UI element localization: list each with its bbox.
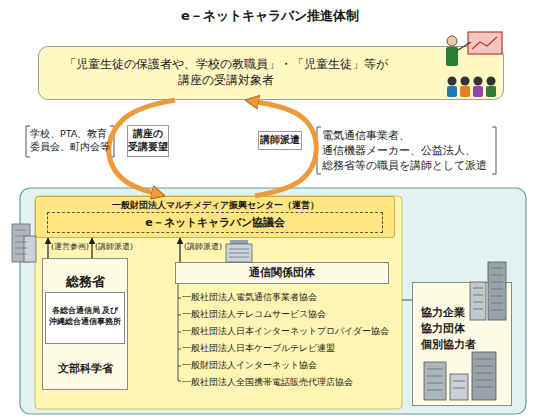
building bbox=[230, 240, 248, 244]
node-box: 「児童生徒の保護者や、学校の教職員」・「児童生徒」等が 講座の受講対象者 bbox=[38, 46, 504, 100]
building bbox=[450, 374, 468, 400]
edge-label: (講師派遣) bbox=[184, 242, 224, 252]
node-text: 協力企業 協力団体 個別協力者 bbox=[421, 305, 485, 353]
teacher-head bbox=[447, 36, 457, 46]
node-box: 通信関係団体 bbox=[175, 262, 389, 284]
teaching-board bbox=[468, 32, 502, 54]
member-name: 一般財団法人インターネット協会 bbox=[182, 360, 397, 371]
node-text: 「児童生徒の保護者や、学校の教職員」・「児童生徒」等が 講座の受講対象者 bbox=[46, 56, 406, 88]
annotation: 学校、PTA、教育 委員会、町内会等 bbox=[30, 128, 110, 154]
board-chart bbox=[472, 37, 497, 49]
pupil-body bbox=[447, 86, 457, 97]
pupil-head bbox=[448, 77, 457, 86]
connector-arrow bbox=[47, 238, 48, 258]
pointer bbox=[458, 42, 471, 50]
building-windows bbox=[15, 230, 27, 254]
bracket bbox=[26, 126, 30, 157]
node-text: 通信関係団体 bbox=[176, 266, 388, 281]
building bbox=[24, 236, 36, 262]
pupil-body bbox=[460, 86, 470, 97]
building-windows bbox=[473, 268, 503, 310]
node-box: 各総合通信局 及び 沖縄総合通信事務所 bbox=[45, 292, 125, 344]
edge-label: 講師派遣 bbox=[258, 131, 302, 150]
node-box: 一般財団法人マルチメディア振興センター（運営） e－ネットキャラバン協議会 bbox=[35, 196, 395, 238]
bracket bbox=[317, 127, 321, 174]
teacher-body bbox=[446, 47, 458, 66]
building bbox=[226, 244, 252, 262]
connector-arrow bbox=[179, 238, 180, 262]
member-name: 一般社団法人電気通信事業者協会 bbox=[182, 292, 397, 303]
connector-arrow bbox=[109, 100, 175, 195]
member-name: 一般社団法人日本インターネットプロバイダー協会 bbox=[182, 326, 397, 337]
node-text: 各総合通信局 及び 沖縄総合通信事務所 bbox=[46, 306, 124, 328]
node-box: 総務省文部科学省 各総合通信局 及び 沖縄総合通信事務所 bbox=[42, 258, 128, 390]
node-text: 一般財団法人マルチメディア振興センター（運営） bbox=[36, 199, 394, 211]
building bbox=[12, 224, 30, 262]
center-region bbox=[35, 196, 402, 409]
bracket bbox=[110, 126, 114, 157]
pupil-body bbox=[486, 86, 496, 97]
annotation: 電気通信事業者、 通信機器メーカー、公益法人、 総務省等の職員を講師として派遣 bbox=[322, 129, 494, 174]
node-text: 総務省 bbox=[43, 273, 127, 291]
building bbox=[488, 262, 506, 320]
member-name: 一般社団法人テレコムサービス協会 bbox=[182, 309, 397, 320]
node-text: 文部科学省 bbox=[43, 361, 127, 375]
connector-arrow bbox=[91, 238, 92, 258]
building bbox=[470, 282, 486, 320]
pupil-body bbox=[473, 86, 483, 97]
edge-label: (講師派遣) bbox=[95, 242, 135, 252]
outer-container bbox=[20, 188, 526, 414]
edge-label: 講座の 受講要望 bbox=[127, 125, 169, 157]
node-box: 協力企業 協力団体 個別協力者 bbox=[412, 282, 512, 406]
building-windows bbox=[229, 249, 249, 257]
pupil-head bbox=[474, 77, 483, 86]
building-windows bbox=[427, 359, 493, 390]
diagram-title: e－ネットキャラバン推進体制 bbox=[0, 7, 540, 25]
member-name: 一般社団法人全国携帯電話販売代理店協会 bbox=[182, 377, 397, 388]
link-line bbox=[402, 300, 412, 301]
connector-arrow bbox=[251, 101, 317, 196]
node-text: e－ネットキャラバン協議会 bbox=[48, 216, 382, 231]
edge-label: (運営参画) bbox=[51, 242, 91, 252]
building bbox=[472, 352, 496, 400]
list-bracket bbox=[178, 284, 181, 381]
building bbox=[424, 362, 446, 400]
bracket bbox=[492, 127, 496, 174]
member-name: 一般社団法人日本ケーブルテレビ連盟 bbox=[182, 343, 397, 354]
node-box: e－ネットキャラバン協議会 bbox=[47, 212, 383, 233]
pupil-head bbox=[487, 77, 496, 86]
pupil-head bbox=[461, 77, 470, 86]
